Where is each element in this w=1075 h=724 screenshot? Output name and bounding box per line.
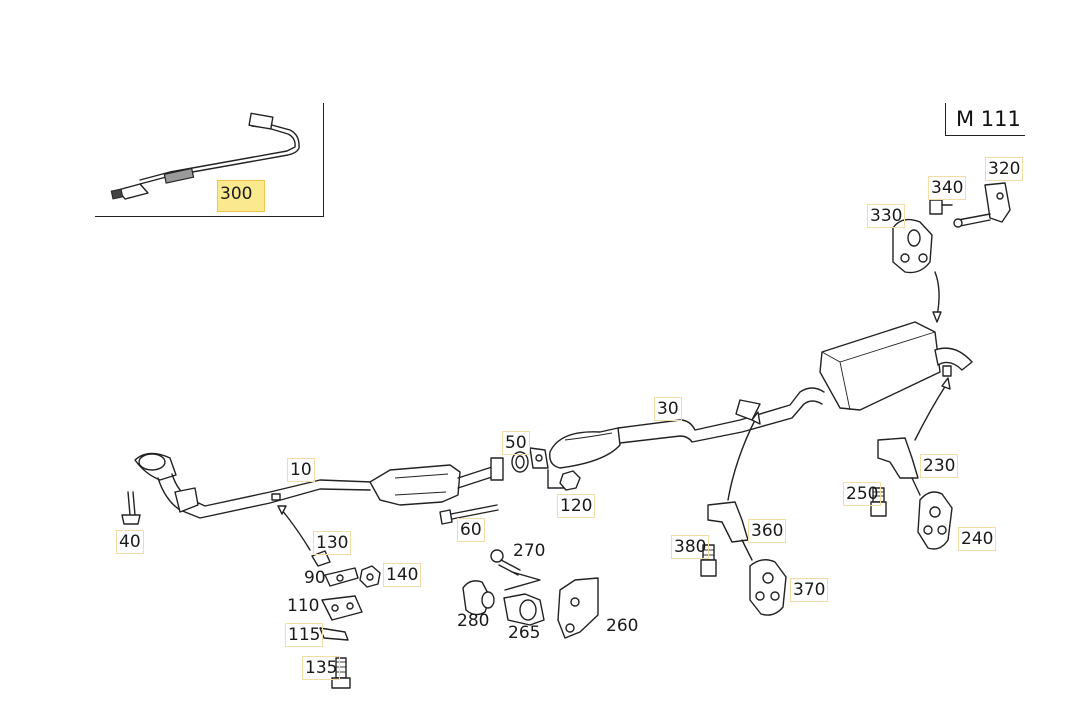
callout-10[interactable]: 10 xyxy=(287,458,315,482)
callout-120[interactable]: 120 xyxy=(557,494,596,518)
front-pipe-drawing xyxy=(121,452,373,525)
model-label: M 111 xyxy=(945,103,1025,136)
callout-265[interactable]: 265 xyxy=(508,623,541,643)
callout-260[interactable]: 260 xyxy=(606,616,639,636)
callout-300[interactable]: 300 xyxy=(217,180,265,212)
inset-frame xyxy=(95,103,324,217)
rear-hanger-drawing xyxy=(892,182,1011,323)
callout-360[interactable]: 360 xyxy=(748,519,787,543)
oxygen-sensor-drawing xyxy=(110,112,300,200)
intermediate-pipe-drawing xyxy=(617,387,825,444)
rear-bracket-drawing xyxy=(870,377,953,550)
callout-380[interactable]: 380 xyxy=(671,535,710,559)
callout-110[interactable]: 110 xyxy=(287,596,320,616)
clamp-hardware-drawing xyxy=(462,549,599,639)
callout-250[interactable]: 250 xyxy=(843,482,882,506)
mid-bracket-drawing xyxy=(700,411,787,616)
callout-340[interactable]: 340 xyxy=(928,176,967,200)
catalytic-converter-drawing xyxy=(369,427,621,525)
callout-140[interactable]: 140 xyxy=(383,563,422,587)
callout-320[interactable]: 320 xyxy=(985,157,1024,181)
callout-135[interactable]: 135 xyxy=(302,656,341,680)
callout-240[interactable]: 240 xyxy=(958,527,997,551)
callout-40[interactable]: 40 xyxy=(116,530,144,554)
callout-330[interactable]: 330 xyxy=(867,204,906,228)
rear-muffler-drawing xyxy=(819,321,973,411)
callout-50[interactable]: 50 xyxy=(502,431,530,455)
front-hanger-hardware-drawing xyxy=(277,505,381,689)
callout-230[interactable]: 230 xyxy=(920,454,959,478)
callout-60[interactable]: 60 xyxy=(457,518,485,542)
callout-30[interactable]: 30 xyxy=(654,397,682,421)
callout-270[interactable]: 270 xyxy=(513,541,546,561)
callout-370[interactable]: 370 xyxy=(790,578,829,602)
callout-130[interactable]: 130 xyxy=(313,531,352,555)
callout-280[interactable]: 280 xyxy=(457,611,490,631)
callout-90[interactable]: 90 xyxy=(304,568,326,588)
callout-115[interactable]: 115 xyxy=(285,623,324,647)
